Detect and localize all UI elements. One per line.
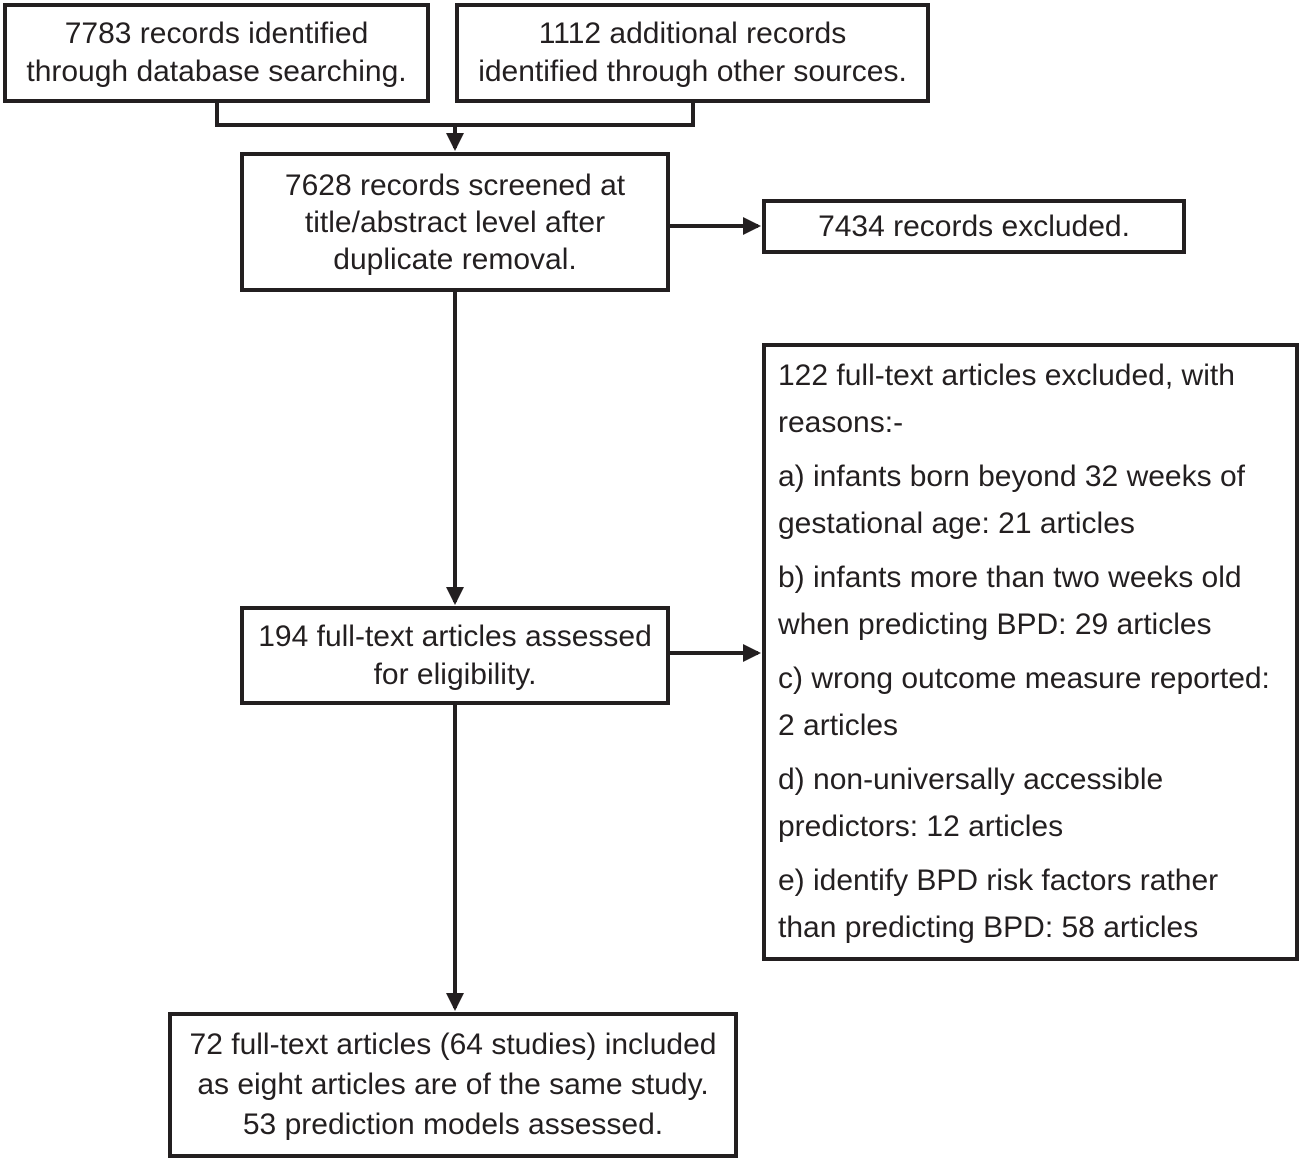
- text-line: identified through other sources.: [478, 55, 907, 88]
- merge-connector-line: [215, 100, 695, 127]
- text-line: 1112 additional records: [538, 17, 847, 50]
- text-line: reasons:-: [778, 406, 904, 439]
- exclusion-reason-b: b) infants more than two weeks old when p…: [778, 554, 1242, 648]
- text-line: 122 full-text articles excluded, with: [778, 359, 1235, 392]
- exclusion-reason-c: c) wrong outcome measure reported: 2 arti…: [778, 655, 1270, 749]
- text-line: title/abstract level after: [304, 205, 606, 239]
- text-line: 2 articles: [778, 709, 899, 742]
- text-line: 7434 records excluded.: [818, 209, 1130, 243]
- box-records-identified-other-sources: 1112 additional records identified throug…: [455, 3, 930, 103]
- text-line: 72 full-text articles (64 studies) inclu…: [189, 1028, 717, 1061]
- text-line: duplicate removal.: [333, 242, 577, 276]
- box-records-excluded: 7434 records excluded.: [762, 199, 1186, 254]
- exclusion-reason-e: e) identify BPD risk factors rather than …: [778, 857, 1218, 951]
- exclusion-heading: 122 full-text articles excluded, with rea…: [778, 352, 1235, 446]
- text-line: 194 full-text articles assessed: [258, 619, 652, 653]
- box-articles-included: 72 full-text articles (64 studies) inclu…: [168, 1012, 738, 1158]
- box-fulltext-excluded-reasons: 122 full-text articles excluded, with rea…: [762, 343, 1299, 961]
- box-fulltext-assessed: 194 full-text articles assessed for eligi…: [240, 606, 670, 705]
- exclusion-reason-d: d) non-universally accessible predictors:…: [778, 756, 1163, 850]
- text-line: than predicting BPD: 58 articles: [778, 911, 1199, 944]
- text-line: 53 prediction models assessed.: [242, 1108, 664, 1141]
- text-line: d) non-universally accessible: [778, 763, 1164, 796]
- text-line: a) infants born beyond 32 weeks of: [778, 460, 1245, 493]
- text-line: through database searching.: [26, 55, 407, 88]
- text-line: 7628 records screened at: [284, 168, 626, 202]
- text-line: predictors: 12 articles: [778, 810, 1064, 843]
- text-line: e) identify BPD risk factors rather: [778, 864, 1219, 897]
- text-line: as eight articles are of the same study.: [197, 1068, 709, 1101]
- text-line: b) infants more than two weeks old: [778, 561, 1242, 594]
- text-line: when predicting BPD: 29 articles: [778, 608, 1212, 641]
- text-line: gestational age: 21 articles: [778, 507, 1135, 540]
- text-line: 7783 records identified: [64, 17, 369, 50]
- exclusion-reason-a: a) infants born beyond 32 weeks of gestat…: [778, 453, 1245, 547]
- text-line: for eligibility.: [373, 657, 537, 691]
- text-line: c) wrong outcome measure reported:: [778, 662, 1270, 695]
- box-records-identified-database: 7783 records identified through database …: [3, 3, 430, 103]
